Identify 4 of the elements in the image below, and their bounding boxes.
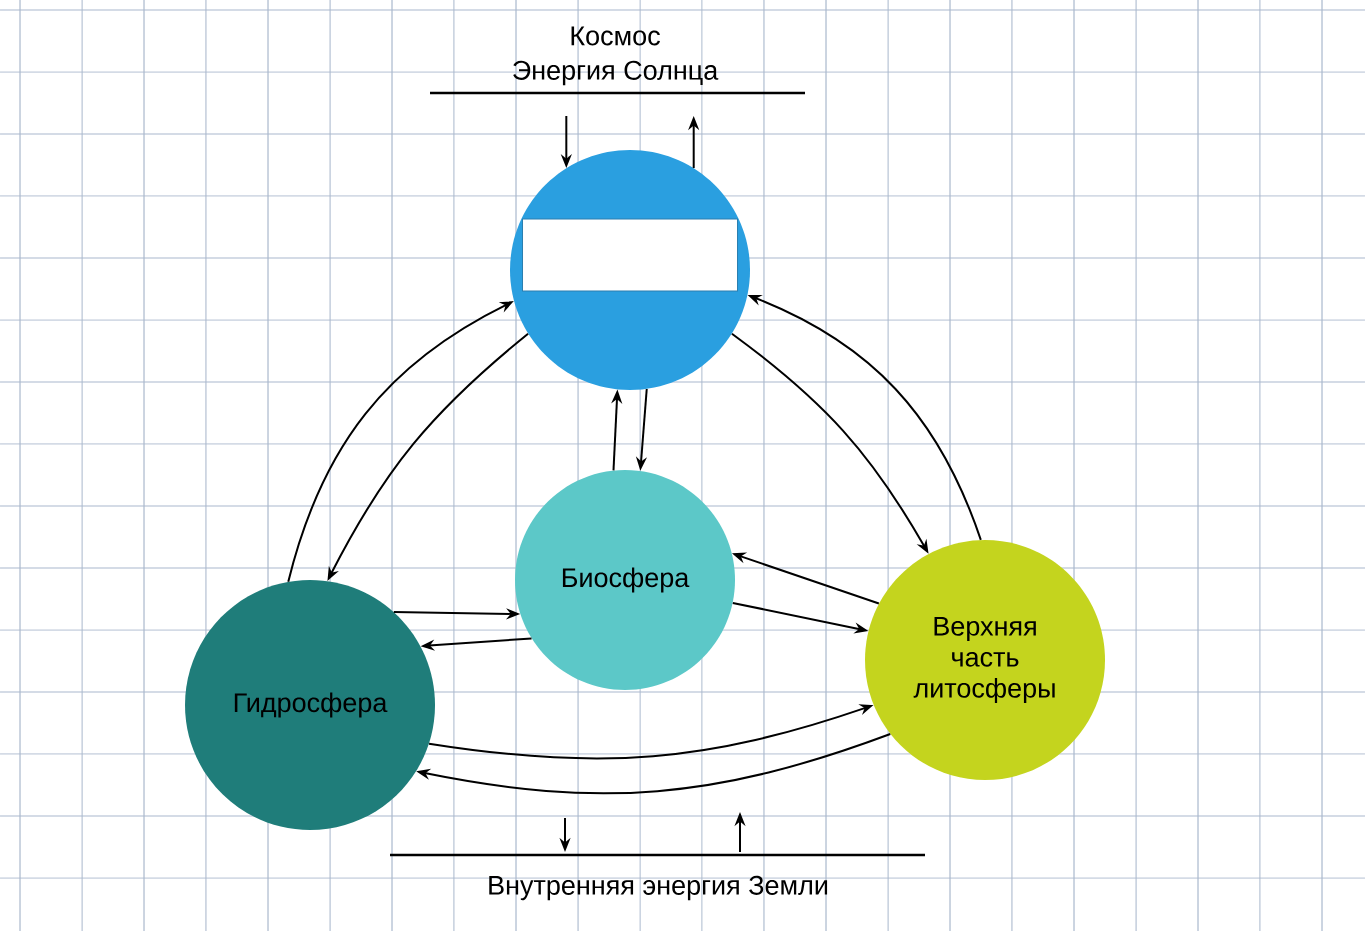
caption-text: Внутренняя энергия Земли bbox=[489, 875, 828, 901]
answer-box bbox=[522, 218, 738, 292]
caption-text: Энергия Солнца bbox=[513, 60, 719, 86]
caption-text: Космос bbox=[571, 26, 660, 46]
